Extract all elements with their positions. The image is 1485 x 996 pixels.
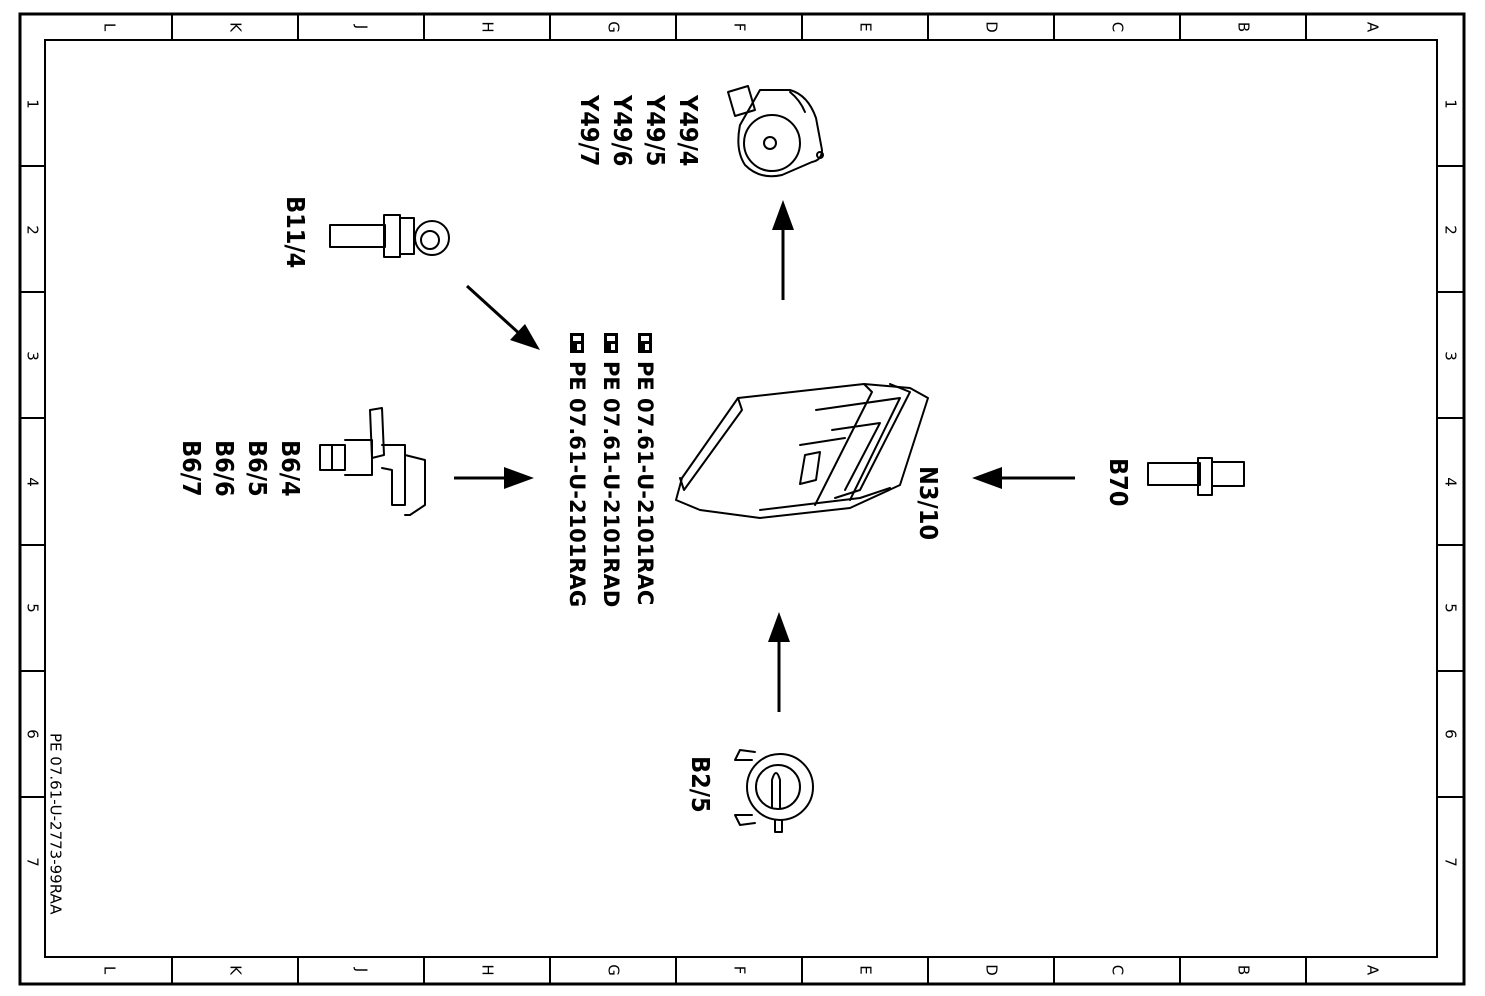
reference-item: PE 07.61-U-2101RAC [633, 333, 657, 605]
reference-text: PE 07.61-U-2101RAG [565, 361, 589, 607]
row-label: 7 [24, 857, 42, 867]
sensor-b6-label: B6/5 [243, 440, 272, 497]
reference-text: PE 07.61-U-2101RAC [633, 361, 657, 605]
column-labels-bottom: L K J H G F E D C B A [101, 964, 1382, 976]
row-label: 3 [1442, 351, 1460, 361]
col-label: H [479, 964, 497, 975]
reference-list: PE 07.61-U-2101RAC PE 07.61-U-2101RAD PE… [565, 333, 657, 607]
col-label: C [1109, 22, 1127, 32]
arrow-from-b11 [465, 284, 540, 350]
col-label: J [353, 967, 371, 972]
col-label: C [1109, 965, 1127, 975]
row-label: 5 [1442, 603, 1460, 613]
col-label: G [605, 964, 623, 976]
sensor-b6-label: B6/7 [177, 440, 206, 497]
row-labels-left: 1 2 3 4 5 6 7 [24, 99, 42, 867]
sensor-b70-drawing [1147, 457, 1245, 496]
col-label: L [101, 23, 119, 32]
col-label: L [101, 966, 119, 975]
sensor-b70-label: B70 [1104, 458, 1133, 506]
col-label: K [227, 965, 245, 976]
col-label: A [1364, 965, 1382, 976]
actuator-y49-drawing [727, 85, 824, 178]
reference-text: PE 07.61-U-2101RAD [599, 361, 623, 607]
document-id: PE 07.61-U-2773-99RAA [47, 733, 65, 915]
row-label: 5 [24, 603, 42, 613]
row-label: 3 [24, 351, 42, 361]
control-unit-n3-label: N3/10 [914, 466, 943, 540]
sensor-b6-label: B6/4 [276, 440, 305, 497]
arrow-from-b70 [972, 467, 1075, 489]
row-label: 4 [1442, 477, 1460, 487]
col-label: J [353, 24, 371, 29]
arrow-from-b6 [454, 467, 534, 489]
row-ticks [20, 165, 1464, 798]
col-label: F [731, 23, 749, 32]
row-label: 6 [24, 729, 42, 739]
col-label: B [1235, 22, 1253, 32]
actuator-label: Y49/6 [608, 94, 637, 166]
sensor-b11-drawing [329, 214, 450, 258]
col-label: K [227, 22, 245, 33]
col-label: E [857, 965, 875, 974]
control-unit-n3-drawing [675, 383, 929, 519]
sensor-b2-drawing [734, 749, 814, 833]
hand-pointer-icon [604, 333, 618, 353]
col-label: D [983, 21, 1001, 33]
row-label: 4 [24, 477, 42, 487]
col-label: F [731, 966, 749, 975]
col-label: G [605, 21, 623, 33]
sensor-b2-label: B2/5 [686, 756, 715, 813]
sensor-b6-drawing [319, 407, 426, 516]
sensor-b6-labels: B6/4 B6/5 B6/6 B6/7 [177, 440, 305, 497]
col-label: D [983, 964, 1001, 976]
column-labels-top: L K J H G F E D C B A [101, 21, 1382, 33]
actuator-label: Y49/7 [575, 94, 604, 166]
row-label: 1 [24, 99, 42, 109]
row-label: 2 [1442, 225, 1460, 235]
outer-frame [18, 12, 1466, 986]
actuator-label: Y49/5 [641, 94, 670, 166]
hand-pointer-icon [570, 333, 584, 353]
actuator-y49-labels: Y49/4 Y49/5 Y49/6 Y49/7 [575, 94, 703, 166]
hand-pointer-icon [638, 333, 652, 353]
arrow-from-b2 [768, 612, 790, 712]
row-labels-right: 1 2 3 4 5 6 7 [1442, 99, 1460, 867]
sensor-b6-label: B6/6 [210, 440, 239, 497]
reference-item: PE 07.61-U-2101RAG [565, 333, 589, 607]
row-label: 1 [1442, 99, 1460, 109]
col-label: E [857, 22, 875, 31]
col-label: H [479, 21, 497, 32]
col-label: B [1235, 965, 1253, 975]
column-ticks [171, 14, 1307, 984]
sensor-b11-label: B11/4 [281, 196, 310, 268]
reference-item: PE 07.61-U-2101RAD [599, 333, 623, 607]
col-label: A [1364, 22, 1382, 33]
actuator-label: Y49/4 [674, 94, 703, 166]
row-label: 6 [1442, 729, 1460, 739]
row-label: 2 [24, 225, 42, 235]
row-label: 7 [1442, 857, 1460, 867]
arrow-to-y49 [772, 200, 794, 300]
inner-frame [44, 39, 1438, 958]
